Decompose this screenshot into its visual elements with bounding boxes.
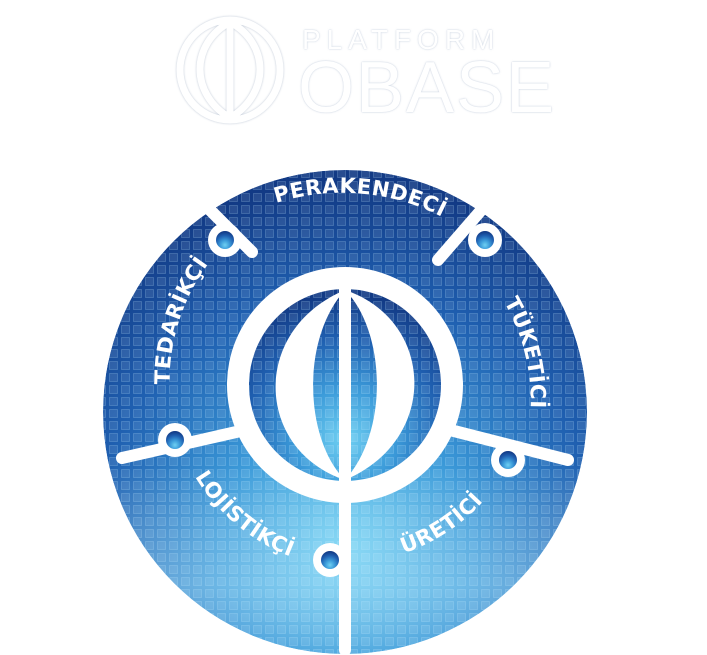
logo-line-obase: OBASE — [298, 48, 557, 128]
puzzle-knob-cutouts — [166, 231, 517, 569]
obase-center-swirl-icon — [275, 288, 415, 482]
logo-line-platform: PLATFORM — [302, 24, 501, 55]
center-logo — [227, 267, 463, 503]
platform-obase-logo: PLATFORM OBASE — [170, 14, 554, 126]
obase-swirl-logo-icon — [176, 16, 284, 124]
